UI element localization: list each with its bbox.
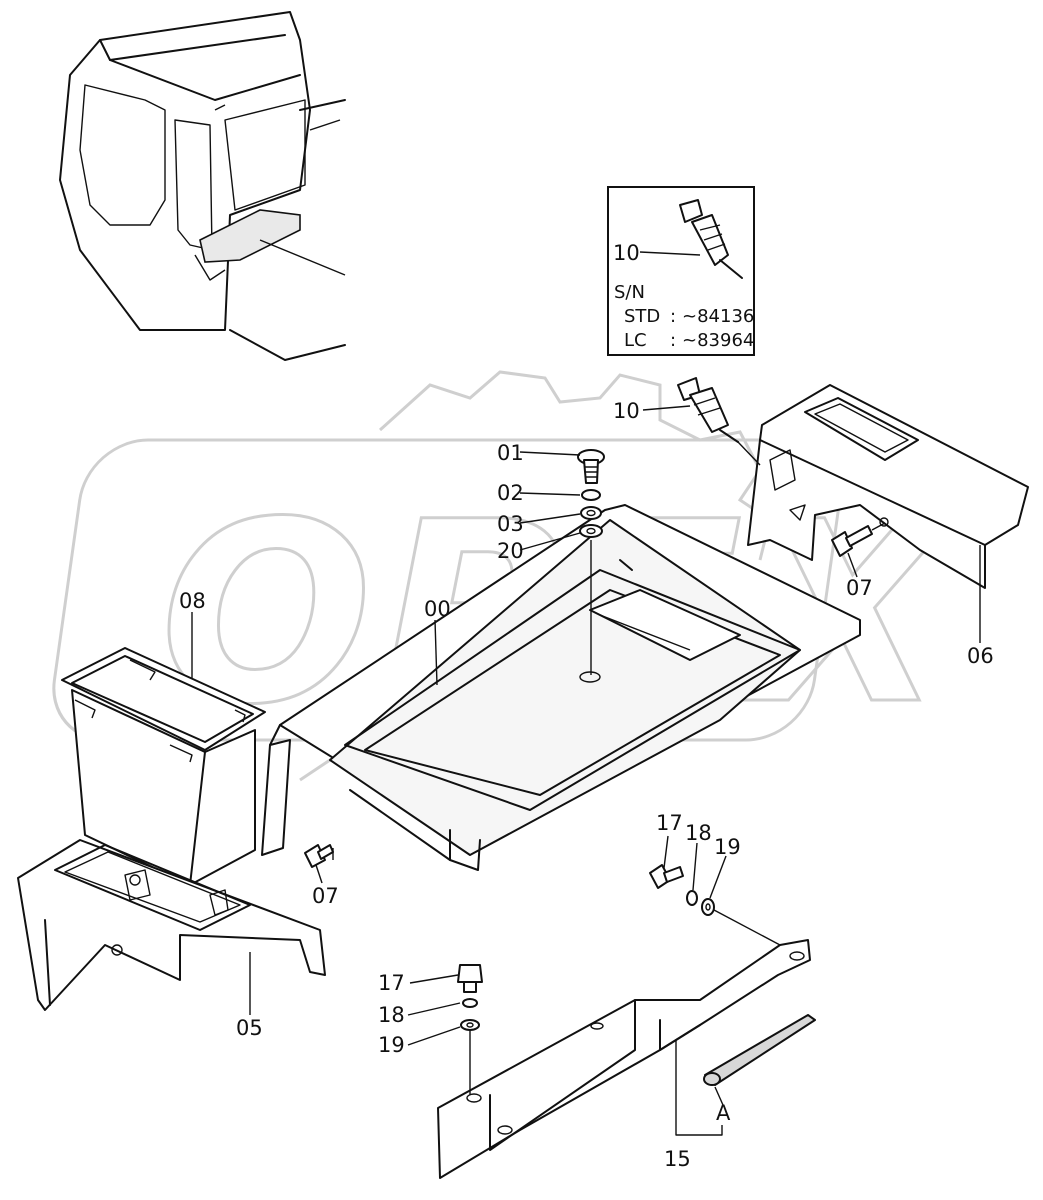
inset-row-lc-model: LC <box>624 330 647 351</box>
inset-row-std-range: ~84136 <box>682 306 754 327</box>
callout-07-right: 07 <box>846 576 873 600</box>
callout-07-left: 07 <box>312 884 339 908</box>
leader-lines <box>191 405 981 1136</box>
inset-row-std-sep: : <box>670 306 676 327</box>
seal-strip <box>703 1014 816 1086</box>
assembly-axis-17-upper <box>713 909 781 946</box>
callout-00: 00 <box>424 597 451 621</box>
callout-17-upper: 17 <box>656 811 683 835</box>
callout-19-lower: 19 <box>378 1033 405 1057</box>
part-05-bracket <box>17 839 326 1011</box>
inset-part-10-icon <box>679 199 743 279</box>
callout-20: 20 <box>497 539 524 563</box>
washer-19-upper-icon <box>701 898 715 916</box>
part-00-tray <box>261 504 861 871</box>
part-08-box <box>61 647 266 886</box>
bolt-17-upper-icon <box>649 864 684 889</box>
callout-18-upper: 18 <box>685 821 712 845</box>
inset-row-lc-range: ~83964 <box>682 330 754 351</box>
part-15-plate <box>437 939 811 1179</box>
callout-02: 02 <box>497 481 524 505</box>
assembly-axis-10 <box>737 441 761 466</box>
inset-frame <box>607 186 755 356</box>
callout-03: 03 <box>497 512 524 536</box>
callout-18-lower: 18 <box>378 1003 405 1027</box>
part-06-bracket <box>747 384 1029 589</box>
inset-serial-heading: S/N <box>614 282 645 303</box>
callout-17-lower: 17 <box>378 971 405 995</box>
screw-01-icon <box>577 449 605 484</box>
bolt-07-right-icon <box>831 525 873 557</box>
inset-part-number: 10 <box>613 241 640 265</box>
washer-20-icon <box>579 524 603 538</box>
watermark-gear <box>378 370 772 561</box>
serial-inset: 10 S/N STD : ~84136 LC : ~83964 <box>607 186 755 356</box>
washer-19-lower-icon <box>460 1019 480 1031</box>
bolt-07-left-icon <box>304 844 334 868</box>
inset-row-std-model: STD <box>624 306 660 327</box>
assembly-axis-07-right <box>871 522 886 531</box>
inset-row-lc-sep: : <box>670 330 676 351</box>
inset-leader <box>639 251 701 256</box>
callout-19-upper: 19 <box>714 835 741 859</box>
washer-02-icon <box>581 489 601 501</box>
washer-18-lower-icon <box>462 998 478 1008</box>
callout-15: 15 <box>664 1147 691 1171</box>
callout-10: 10 <box>613 399 640 423</box>
callout-08: 08 <box>179 589 206 613</box>
washer-03-icon <box>580 506 602 520</box>
callout-A: A <box>716 1101 731 1125</box>
cab-overview <box>59 11 346 361</box>
callout-01: 01 <box>497 441 524 465</box>
callout-05: 05 <box>236 1016 263 1040</box>
knob-10-icon <box>677 377 739 443</box>
callout-06: 06 <box>967 644 994 668</box>
washer-18-upper-icon <box>686 890 698 906</box>
bolt-17-lower-icon <box>457 964 483 993</box>
callout-labels: 01 02 03 20 10 00 08 05 06 07 07 17 18 1… <box>179 399 994 1171</box>
